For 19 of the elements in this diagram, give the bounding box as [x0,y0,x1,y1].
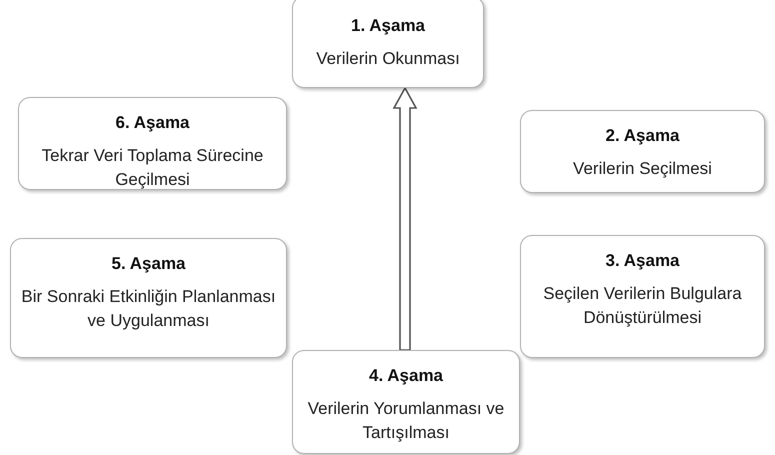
stage-box [10,238,287,358]
stage-title: 1. Aşama [350,15,426,37]
stage-box [520,110,765,193]
stage-title: 4. Aşama [368,365,444,387]
stage-description: Tekrar Veri Toplama Sürecine Geçilmesi [40,144,264,191]
stage-title: 2. Aşama [605,125,680,147]
stage-description: Bir Sonraki Etkinliğin Planlanması ve Uygulanması [20,286,277,332]
stage-box [18,97,287,190]
stage-title: 3. Aşama [605,250,680,272]
hollow-arrow [392,86,418,351]
stage-description: Verilerin Seçilmesi [573,158,712,180]
stage-title: 5. Aşama [111,253,186,275]
stage-description: Verilerin Yorumlanması ve Tartışılması [306,398,506,444]
stage-box [292,350,520,454]
stage-description: Seçilen Verilerin Bulgulara Dönüştürülmesi [542,282,743,329]
stage-box [292,0,484,88]
stage-title: 6. Aşama [115,112,190,134]
stage-description: Verilerin Okunması [316,48,460,70]
stage-box [520,235,765,358]
